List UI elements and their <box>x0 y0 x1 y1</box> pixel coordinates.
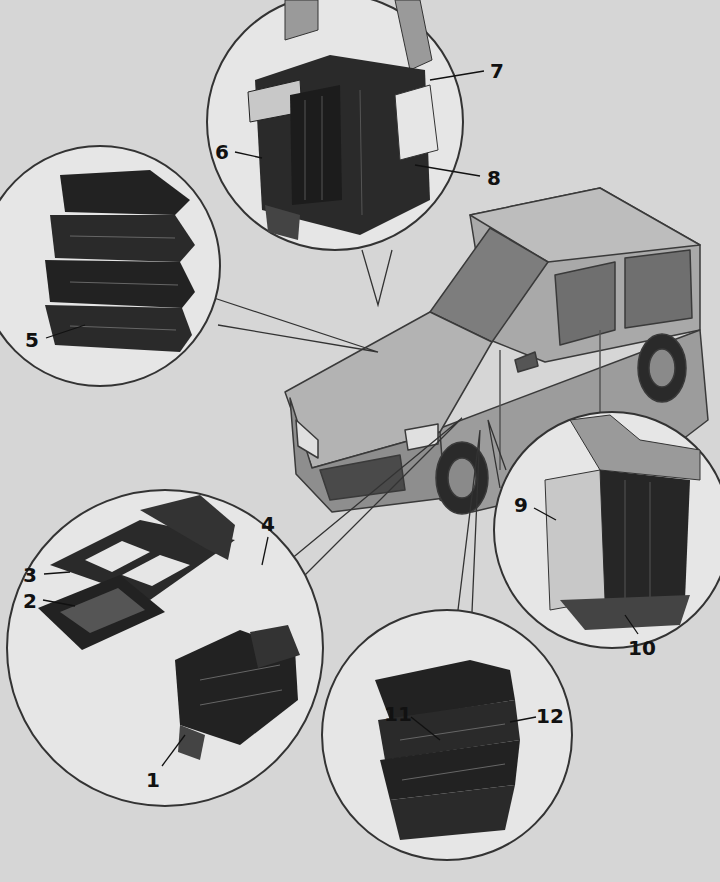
callout-number: 2 <box>23 591 37 611</box>
detail-circle <box>322 610 572 860</box>
callout-number: 6 <box>215 142 229 162</box>
callout-number: 9 <box>514 495 528 515</box>
leader-line <box>43 71 638 766</box>
detail-circle <box>0 146 220 386</box>
callout-number: 5 <box>25 330 39 350</box>
callout-number: 1 <box>146 770 160 790</box>
callout-number: 11 <box>384 704 412 724</box>
callout-number: 4 <box>261 514 275 534</box>
callout-number: 7 <box>490 61 504 81</box>
detail-circle <box>7 490 323 806</box>
callout-number: 3 <box>23 565 37 585</box>
callout-number: 8 <box>487 168 501 188</box>
detail-circle <box>207 0 463 250</box>
callout-number: 12 <box>536 706 564 726</box>
callout-number: 10 <box>628 638 656 658</box>
detail-circle <box>494 412 720 648</box>
